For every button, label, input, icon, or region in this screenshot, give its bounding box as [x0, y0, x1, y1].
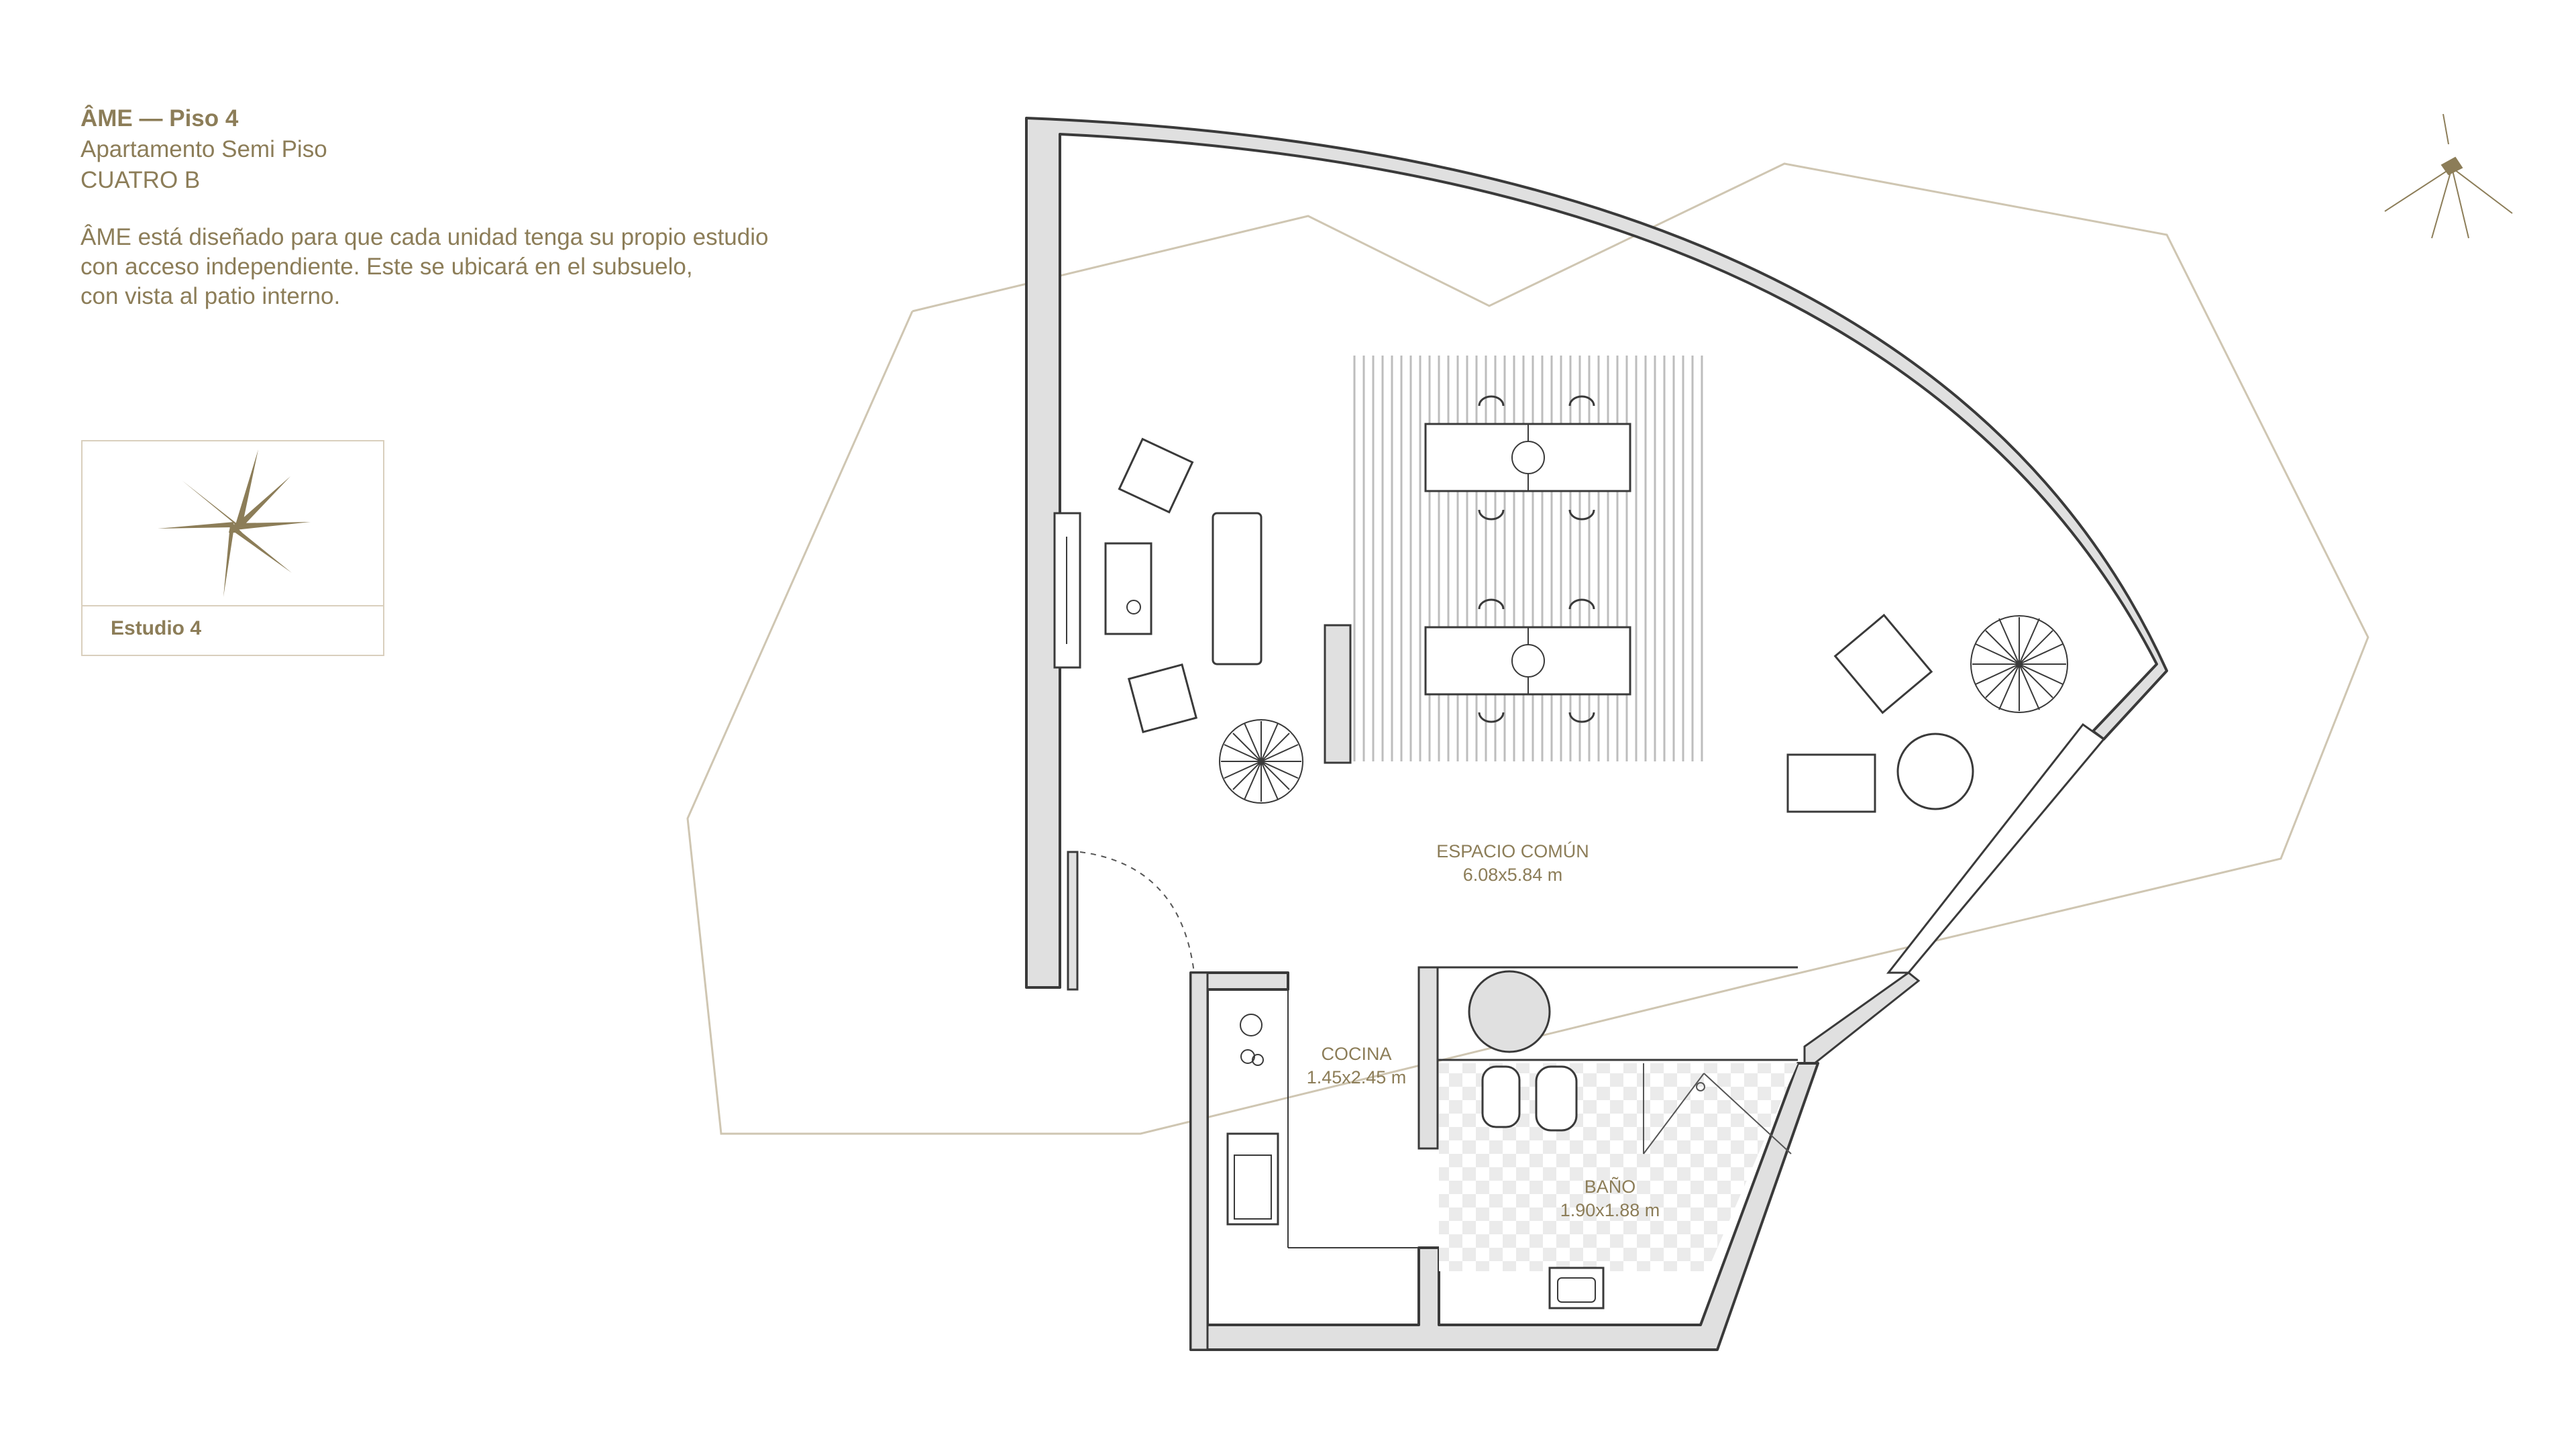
description-line: con acceso independiente. Este se ubicar…	[80, 254, 693, 280]
cooktop-burner	[1240, 1014, 1263, 1036]
exterior-wall	[1803, 971, 1921, 1065]
lounge-chair	[1786, 753, 1876, 813]
side-table-decor	[1126, 600, 1141, 614]
door-swing	[1079, 851, 1195, 973]
cooktop-burner	[1252, 1054, 1264, 1066]
side-table	[1104, 542, 1152, 635]
description: ÂME está diseñado para que cada unidad t…	[80, 223, 993, 311]
rug	[1352, 356, 1704, 761]
work-table	[1424, 598, 1631, 723]
window	[1888, 724, 2084, 973]
room-size-common: 6.08x5.84 m	[1463, 865, 1563, 885]
room-size-bath: 1.90x1.88 m	[1560, 1200, 1660, 1220]
kitchen-wall	[1189, 971, 1209, 1351]
lounge-chair	[1833, 613, 1933, 714]
toilet	[1535, 1065, 1578, 1132]
shower-drain	[1696, 1082, 1705, 1091]
studio-card-image	[83, 441, 383, 606]
door-jamb	[1067, 851, 1079, 991]
work-table	[1424, 395, 1631, 521]
room-label-kitchen: COCINA	[1321, 1044, 1391, 1064]
site-outline	[686, 162, 2369, 1135]
room-size-kitchen: 1.45x2.45 m	[1307, 1067, 1407, 1087]
bench	[1212, 512, 1263, 665]
round-table	[1896, 733, 1974, 810]
room-label-bath: BAÑO	[1585, 1176, 1636, 1197]
bath-wall	[1417, 966, 1439, 1150]
plant-icon	[1970, 615, 2068, 713]
kitchen-sink	[1226, 1132, 1279, 1226]
bidet	[1481, 1065, 1521, 1128]
kitchen-sink-bowl	[1234, 1155, 1272, 1220]
star-burst-icon	[158, 449, 311, 597]
unit-name: CUATRO B	[80, 167, 201, 193]
room-label-common: ESPACIO COMÚN	[1436, 841, 1589, 861]
armchair	[1127, 663, 1198, 734]
project-title: ÂME — Piso 4	[80, 105, 239, 131]
exterior-wall	[1025, 117, 2168, 989]
north-arrow-icon	[2384, 113, 2513, 239]
description-line: con vista al patio interno.	[80, 283, 341, 309]
water-heater	[1468, 970, 1551, 1053]
bath-floor-tiles	[1439, 1063, 1798, 1271]
washbasin-bowl	[1557, 1277, 1596, 1303]
plant-icon	[1219, 719, 1303, 804]
shower-lines	[1643, 1063, 1792, 1155]
project-info: ÂME — Piso 4 Apartamento Semi Piso CUATR…	[80, 103, 993, 311]
room-divider	[1324, 624, 1352, 764]
studio-card[interactable]: Estudio 4	[81, 440, 384, 656]
description-line: ÂME está diseñado para que cada unidad t…	[80, 224, 769, 250]
project-subtitle: Apartamento Semi Piso	[80, 136, 327, 162]
studio-card-label: Estudio 4	[111, 617, 202, 639]
armchair	[1118, 437, 1194, 514]
